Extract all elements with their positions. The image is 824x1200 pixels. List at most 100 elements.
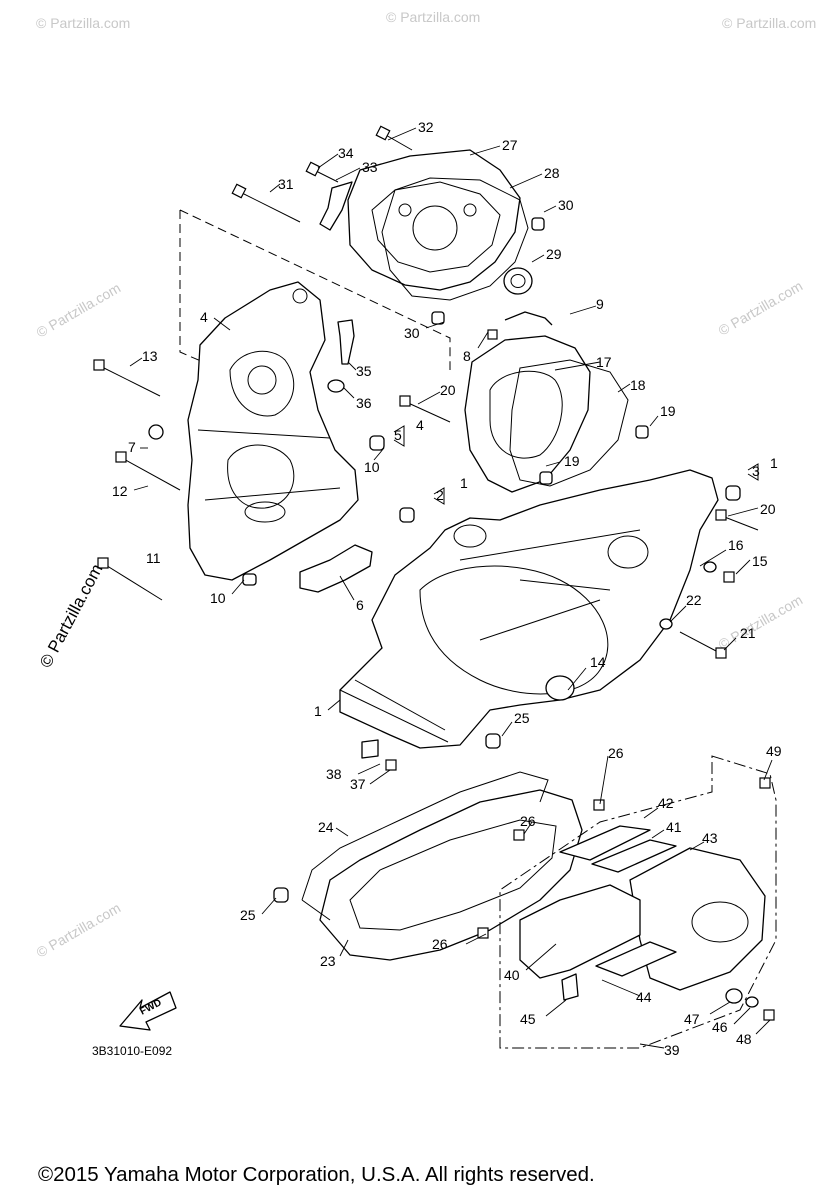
callout-30: 30 — [558, 197, 574, 213]
watermark-text: © Partzilla.com — [34, 280, 124, 341]
pipe-9 — [504, 311, 553, 326]
callout-20: 20 — [440, 382, 456, 398]
callout-15: 15 — [752, 553, 768, 569]
callout-32: 32 — [418, 119, 434, 135]
bolt-13 — [93, 359, 161, 397]
dowel-pin-10 — [242, 435, 415, 586]
fastener-set-46-48 — [725, 988, 775, 1021]
bolt-11 — [97, 557, 163, 601]
bolt-32 — [375, 125, 413, 151]
callout-42: 42 — [658, 795, 674, 811]
plate-44 — [595, 941, 677, 977]
callout-26b: 26 — [520, 813, 536, 829]
callout-4b: 4 — [416, 417, 424, 433]
bolt-8 — [487, 329, 498, 340]
callout-8: 8 — [463, 348, 471, 364]
bolt-37 — [385, 759, 397, 771]
plate-41 — [591, 839, 677, 873]
drawing-code: 3B31010-E092 — [92, 1044, 173, 1058]
callout-11: 11 — [146, 550, 161, 566]
bolt-15 — [723, 571, 735, 583]
bolt-26 — [477, 799, 605, 939]
callout-38: 38 — [326, 766, 342, 782]
callout-1: 1 — [314, 703, 322, 719]
fwd-arrow-icon: FWD — [119, 991, 177, 1031]
callout-44: 44 — [636, 989, 652, 1005]
callout-10: 10 — [364, 459, 380, 475]
gasket-18 — [509, 359, 629, 487]
callout-7: 7 — [128, 439, 136, 455]
callout-23: 23 — [320, 953, 336, 969]
gasket-28 — [381, 177, 529, 301]
dowel-pin-30 — [431, 217, 545, 325]
subassembly-bracket — [433, 487, 445, 505]
callout-25b: 25 — [240, 907, 256, 923]
callout-6: 6 — [356, 597, 364, 613]
washer-16 — [703, 561, 717, 573]
watermark-text: © Partzilla.com — [716, 278, 806, 339]
callout-35: 35 — [356, 363, 372, 379]
callout-39: 39 — [664, 1042, 680, 1058]
leader-lines — [129, 127, 773, 1049]
callout-28: 28 — [544, 165, 560, 181]
oil-seal-14 — [545, 675, 575, 701]
gasket-24 — [301, 771, 549, 921]
callout-48: 48 — [736, 1031, 752, 1047]
subassembly-bracket — [747, 463, 759, 481]
callout-12: 12 — [112, 483, 128, 499]
washer-38 — [361, 739, 379, 759]
callout-19b: 19 — [564, 453, 580, 469]
o-ring-36 — [327, 379, 345, 393]
dowel-pin-3 — [725, 485, 741, 501]
callout-40: 40 — [504, 967, 520, 983]
callout-43: 43 — [702, 830, 718, 846]
callout-labels: 32 34 27 33 28 31 30 29 9 4 30 13 8 17 3… — [112, 119, 782, 1058]
crankcase-left-4 — [187, 281, 359, 581]
callout-25: 25 — [514, 710, 530, 726]
oil-seal-29 — [503, 267, 533, 295]
bolt-20b — [715, 509, 759, 531]
callout-20b: 20 — [760, 501, 776, 517]
callout-24: 24 — [318, 819, 334, 835]
callout-1c: 1 — [770, 455, 778, 471]
copyright-notice: ©2015 Yamaha Motor Corporation, U.S.A. A… — [38, 1163, 595, 1186]
callout-26: 26 — [608, 745, 624, 761]
bracket-33 — [319, 181, 353, 231]
nut-7 — [148, 424, 164, 440]
callout-49: 49 — [766, 743, 782, 759]
subassembly-bracket — [393, 425, 405, 447]
callout-4: 4 — [200, 309, 208, 325]
callout-19: 19 — [660, 403, 676, 419]
plate-40 — [519, 884, 641, 979]
bolt-21 — [679, 631, 727, 659]
outer-cover-43 — [629, 847, 766, 991]
callout-47: 47 — [684, 1011, 700, 1027]
callout-36: 36 — [356, 395, 372, 411]
watermark-text: © Partzilla.com — [716, 592, 806, 653]
callout-30b: 30 — [404, 325, 420, 341]
crankcase-right-1 — [339, 469, 719, 749]
callout-1b: 1 — [460, 475, 468, 491]
callout-13: 13 — [142, 348, 158, 364]
crankcase-cover-27 — [347, 149, 521, 291]
bolt-49 — [759, 777, 771, 789]
cover-17 — [464, 335, 591, 493]
strainer-35 — [337, 319, 355, 365]
callout-16: 16 — [728, 537, 744, 553]
callout-21: 21 — [740, 625, 756, 641]
callout-14: 14 — [590, 654, 606, 670]
callout-31: 31 — [278, 176, 294, 192]
damper-45 — [561, 973, 579, 1001]
bracket-6 — [299, 544, 373, 593]
callout-34: 34 — [338, 145, 354, 161]
bolt-20 — [399, 395, 451, 423]
callout-27: 27 — [502, 137, 518, 153]
bolt-12 — [115, 451, 181, 491]
callout-3: 3 — [752, 463, 760, 479]
callout-45: 45 — [520, 1011, 536, 1027]
callout-33: 33 — [362, 159, 378, 175]
callout-41: 41 — [666, 819, 682, 835]
callout-37: 37 — [350, 776, 366, 792]
callout-5: 5 — [394, 427, 402, 443]
